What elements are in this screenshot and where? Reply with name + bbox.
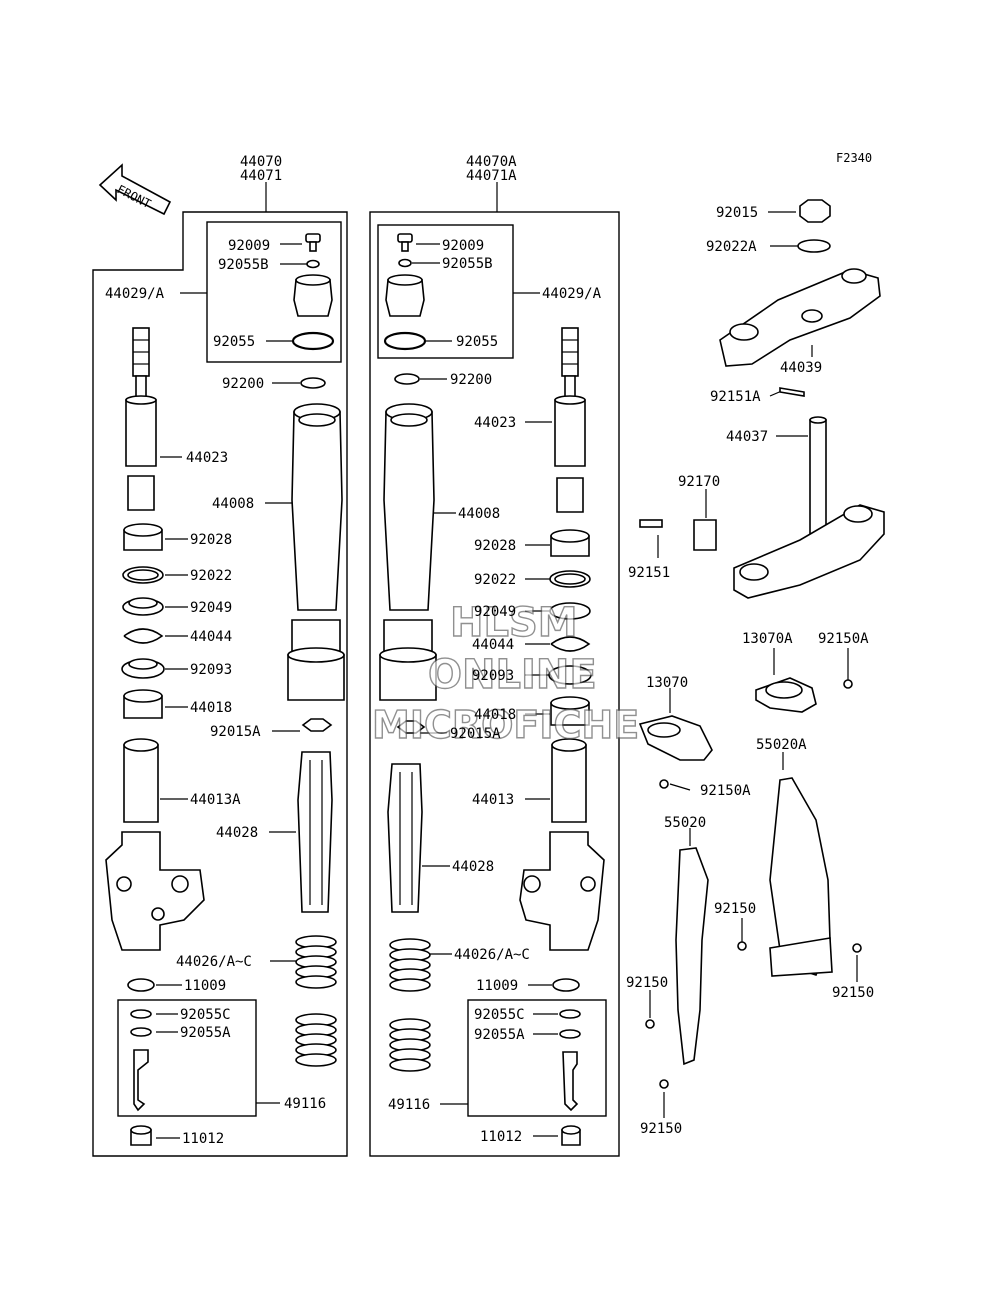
diagram-code: F2340 (836, 151, 872, 165)
part-label: 55020A (756, 737, 807, 753)
part-label: 92055 (213, 334, 255, 350)
part-label: 44037 (726, 429, 768, 445)
right-cap-subbox (377, 224, 514, 359)
part-label: 92028 (190, 532, 232, 548)
part-label: 92055B (218, 257, 269, 273)
part-label: 44018 (190, 700, 232, 716)
part-label: 92150 (640, 1121, 682, 1137)
part-label: 11009 (476, 978, 518, 994)
watermark-line2: ONLINE (428, 652, 597, 698)
right-fork-outline (369, 211, 620, 1157)
part-label: 92049 (190, 600, 232, 616)
part-label: 44070A (466, 154, 517, 170)
part-label: 55020 (664, 815, 706, 831)
part-label: 92055 (456, 334, 498, 350)
left-spring-icon (295, 935, 337, 1067)
left-fork-outline (92, 211, 348, 1157)
left-cartridge-subbox (117, 999, 257, 1117)
part-label: 11012 (480, 1129, 522, 1145)
part-label: 49116 (388, 1097, 430, 1113)
left-fork-parts (105, 233, 345, 1146)
part-label: 92028 (474, 538, 516, 554)
part-label: 44028 (452, 859, 494, 875)
part-label: 44013A (190, 792, 241, 808)
part-label: 92022A (706, 239, 757, 255)
part-label: 92015A (450, 726, 501, 742)
part-label: 44026/A~C (454, 947, 530, 963)
part-label: 44013 (472, 792, 514, 808)
part-label: 44039 (780, 360, 822, 376)
watermark: HLSM ONLINE MICROFICHE (371, 599, 640, 747)
part-label: 44029/A (542, 286, 602, 302)
part-label: 92055C (474, 1007, 525, 1023)
part-label: 92055A (180, 1025, 231, 1041)
part-label: 92150A (818, 631, 869, 647)
part-label: 92022 (474, 572, 516, 588)
part-label: 92150 (626, 975, 668, 991)
part-label: 92015A (210, 724, 261, 740)
part-label: 44008 (458, 506, 500, 522)
part-label: 44008 (212, 496, 254, 512)
part-label: 44071A (466, 168, 517, 184)
part-label: 44044 (472, 637, 514, 653)
right-cartridge-subbox (467, 999, 607, 1117)
part-label: 11012 (182, 1131, 224, 1147)
right-spring-icon (389, 938, 431, 1072)
part-label: 44071 (240, 168, 282, 184)
watermark-line3: MICROFICHE (372, 703, 639, 747)
part-label: 44070 (240, 154, 282, 170)
part-label: 92150 (832, 985, 874, 1001)
part-label: 44018 (474, 707, 516, 723)
part-label: 13070 (646, 675, 688, 691)
part-label: 44028 (216, 825, 258, 841)
part-label: 92009 (442, 238, 484, 254)
part-label: 92151A (710, 389, 761, 405)
part-label: 44026/A~C (176, 954, 252, 970)
part-label: 92200 (222, 376, 264, 392)
part-label: 92150 (714, 901, 756, 917)
part-label: 11009 (184, 978, 226, 994)
part-label: 92022 (190, 568, 232, 584)
part-label: 92049 (474, 604, 516, 620)
part-label: 92055B (442, 256, 493, 272)
steering-parts (638, 199, 885, 1089)
leader-lines (156, 182, 858, 1139)
part-label: 92055C (180, 1007, 231, 1023)
part-label: 44044 (190, 629, 232, 645)
part-label: 92170 (678, 474, 720, 490)
part-label: 92200 (450, 372, 492, 388)
front-arrow: FRONT (98, 163, 172, 216)
part-label: 92150A (700, 783, 751, 799)
part-label: 92093 (472, 668, 514, 684)
part-label: 92093 (190, 662, 232, 678)
watermark-line1: HLSM (450, 600, 578, 646)
part-label: 92055A (474, 1027, 525, 1043)
part-label: 49116 (284, 1096, 326, 1112)
part-label: 44023 (474, 415, 516, 431)
part-label: 13070A (742, 631, 793, 647)
left-cap-subbox (206, 221, 342, 363)
part-label: 44023 (186, 450, 228, 466)
part-label: 92009 (228, 238, 270, 254)
part-label: 92015 (716, 205, 758, 221)
right-fork-parts (379, 233, 605, 1146)
part-label: 92151 (628, 565, 670, 581)
part-label: 44029/A (105, 286, 165, 302)
